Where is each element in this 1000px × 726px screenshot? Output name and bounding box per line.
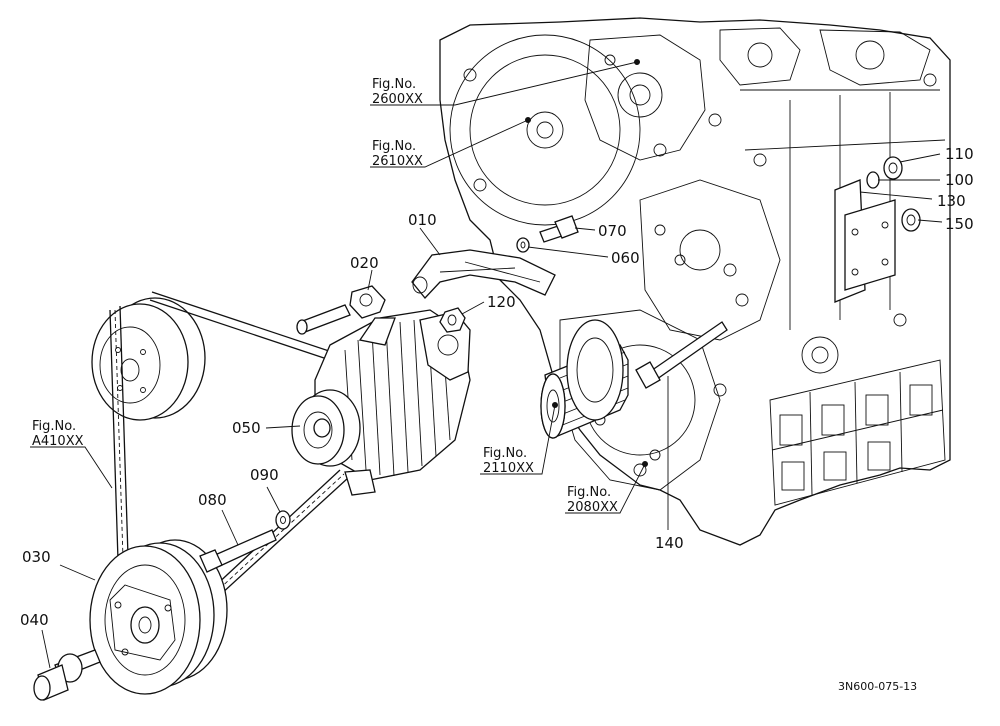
fig-ref-number-2610: 2610XX <box>372 154 423 169</box>
fig-ref-prefix-2610: Fig.No. <box>372 139 416 154</box>
crankshaft-spline <box>540 319 629 439</box>
bolt-070 <box>539 215 579 243</box>
part-label-080: 080 <box>198 491 227 509</box>
fig-ref-number-2080: 2080XX <box>567 500 618 515</box>
adjusting-bracket <box>411 249 556 299</box>
part-label-010: 010 <box>408 211 437 229</box>
washer-060 <box>516 237 530 253</box>
fig-ref-prefix-2110: Fig.No. <box>483 446 527 461</box>
fig-ref-number-2600: 2600XX <box>372 92 423 107</box>
washer-090 <box>275 510 291 530</box>
part-label-120: 120 <box>487 293 516 311</box>
figure-reference-labels: Fig.No. 2600XX Fig.No. 2610XX Fig.No. A4… <box>32 77 618 515</box>
part-label-070: 070 <box>598 222 627 240</box>
bolt-080 <box>199 529 277 573</box>
fig-ref-prefix-2080: Fig.No. <box>567 485 611 500</box>
crank-pulley <box>89 539 228 695</box>
nut <box>439 307 466 333</box>
part-number-labels: 110 100 130 150 010 020 070 060 120 050 … <box>20 145 974 629</box>
part-label-030: 030 <box>22 548 51 566</box>
part-label-130: 130 <box>937 192 966 210</box>
fig-ref-prefix-2600: Fig.No. <box>372 77 416 92</box>
collar-150 <box>901 208 921 232</box>
washer-100 <box>866 171 880 189</box>
part-label-060: 060 <box>611 249 640 267</box>
alternator <box>291 309 471 496</box>
bracket-plate-130 <box>834 179 896 303</box>
leader-lines <box>30 59 943 669</box>
part-label-040: 040 <box>20 611 49 629</box>
fig-ref-number-a410: A410XX <box>32 434 84 449</box>
long-bolt-140 <box>635 321 728 389</box>
crank-pulley-bolt <box>33 649 101 701</box>
collar-110 <box>883 156 903 180</box>
part-label-110: 110 <box>945 145 974 163</box>
v-belt <box>109 291 363 607</box>
fan-pulley <box>91 297 206 421</box>
part-label-100: 100 <box>945 171 974 189</box>
part-label-150: 150 <box>945 215 974 233</box>
clamp <box>296 285 386 335</box>
part-label-020: 020 <box>350 254 379 272</box>
part-label-090: 090 <box>250 466 279 484</box>
document-code: 3N600-075-13 <box>838 680 917 693</box>
fig-ref-prefix-a410: Fig.No. <box>32 419 76 434</box>
fig-ref-number-2110: 2110XX <box>483 461 534 476</box>
part-label-140: 140 <box>655 534 684 552</box>
part-label-050: 050 <box>232 419 261 437</box>
